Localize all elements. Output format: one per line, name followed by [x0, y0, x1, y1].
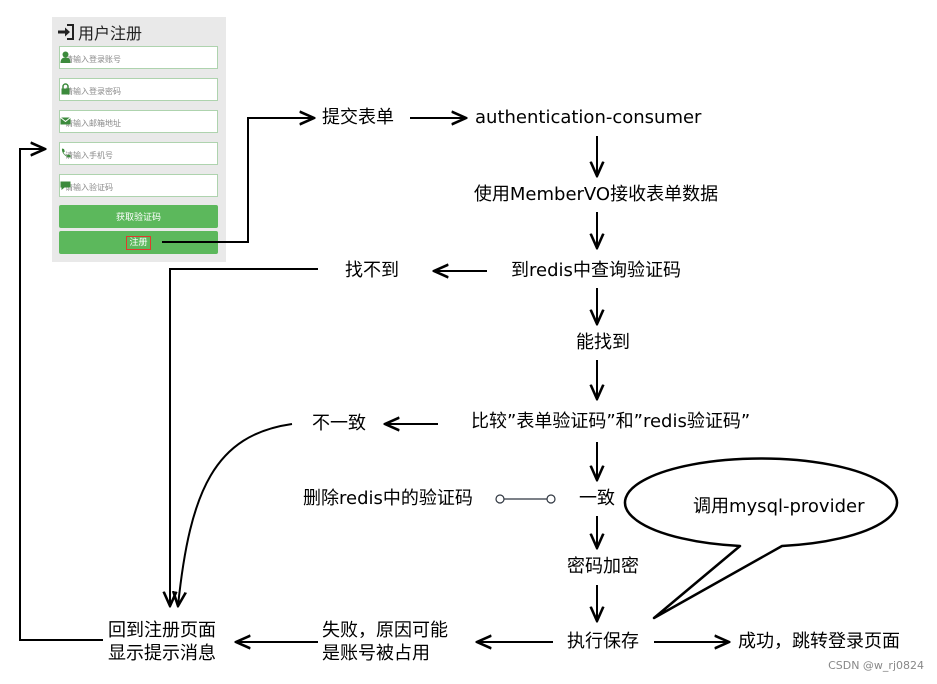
phone-icon: [61, 148, 71, 158]
back-to-register-node: 回到注册页面 显示提示消息: [108, 620, 216, 664]
compare-node: 比较”表单验证码”和”redis验证码”: [471, 411, 751, 432]
envelope-icon: [60, 117, 71, 125]
register-form-panel: 用户注册: [52, 17, 226, 262]
code-input[interactable]: [60, 177, 195, 198]
user-icon: [60, 51, 71, 63]
consumer-node: authentication-consumer: [475, 107, 702, 128]
code-field[interactable]: [59, 174, 218, 198]
email-field[interactable]: [59, 110, 218, 134]
callout-bubble: [623, 457, 899, 620]
register-button[interactable]: 注册: [59, 231, 218, 254]
email-input[interactable]: [60, 113, 195, 134]
encrypt-node: 密码加密: [567, 556, 639, 577]
account-input[interactable]: [60, 49, 195, 70]
phone-field[interactable]: [59, 142, 218, 166]
sign-in-icon: [58, 24, 74, 40]
password-input[interactable]: [60, 81, 195, 102]
comment-icon: [60, 181, 71, 190]
not-found-node: 找不到: [345, 260, 399, 281]
mismatch-node: 不一致: [312, 413, 366, 434]
success-node: 成功，跳转登录页面: [738, 631, 900, 652]
watermark: CSDN @w_rj0824: [828, 659, 924, 672]
form-title: 用户注册: [57, 21, 142, 43]
arrow-mismatch-to-back: [178, 423, 293, 606]
register-label: 注册: [126, 235, 151, 250]
callout-text: 调用mysql-provider: [693, 496, 865, 517]
arrow-notfound-to-back: [170, 268, 318, 606]
get-code-label: 获取验证码: [115, 213, 161, 223]
get-code-button[interactable]: 获取验证码: [59, 205, 218, 228]
password-field[interactable]: [59, 78, 218, 102]
save-node: 执行保存: [567, 631, 639, 652]
arrow-register-to-submit: [162, 118, 314, 243]
account-field[interactable]: [59, 46, 218, 70]
fail-node: 失败，原因可能 是账号被占用: [322, 620, 448, 664]
connector-match-to-delete: [495, 494, 556, 504]
arrow-back-to-form: [19, 149, 103, 641]
lock-icon: [61, 83, 70, 95]
receive-node: 使用MemberVO接收表单数据: [473, 184, 719, 205]
delete-code-node: 删除redis中的验证码: [303, 488, 473, 509]
query-node: 到redis中查询验证码: [511, 260, 681, 281]
submit-form-node: 提交表单: [322, 107, 394, 128]
match-node: 一致: [579, 488, 615, 509]
form-title-text: 用户注册: [78, 24, 143, 43]
phone-input[interactable]: [60, 145, 195, 166]
found-node: 能找到: [576, 332, 630, 353]
